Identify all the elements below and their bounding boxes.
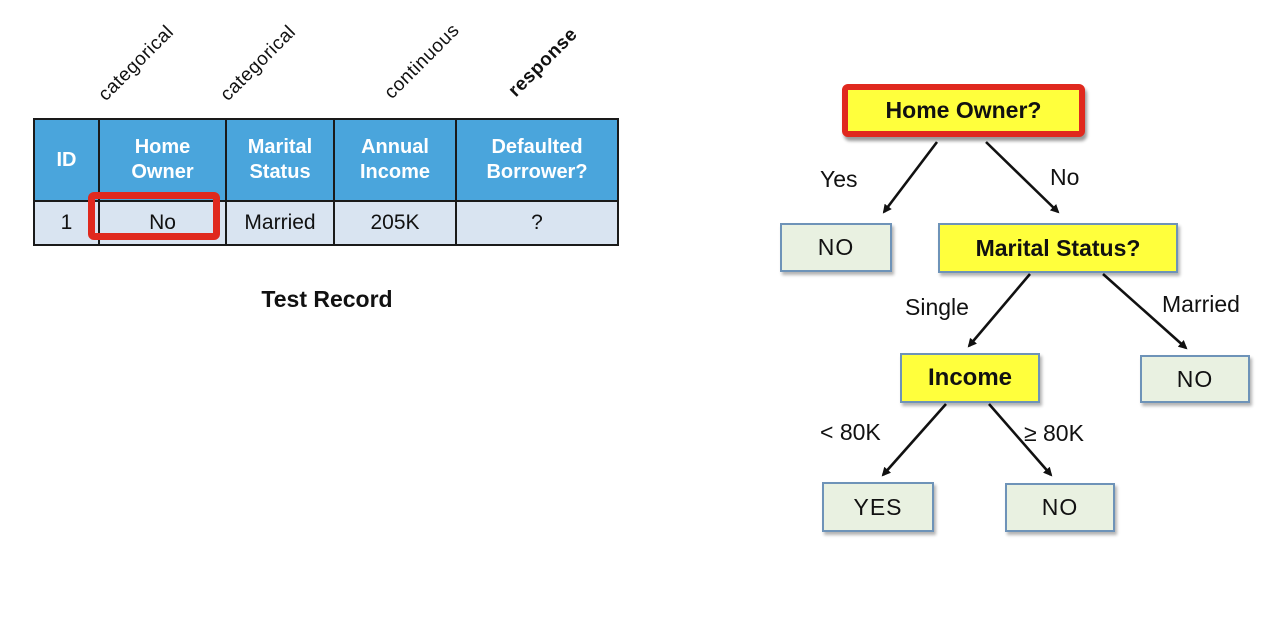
edge-label-single: Single (905, 294, 969, 320)
leaf-no-bottom: NO (1005, 483, 1115, 532)
node-income: Income (900, 353, 1040, 403)
edge-no-line (985, 141, 1060, 214)
cell-marital-status: Married (225, 200, 335, 246)
col-header-id: ID (33, 118, 100, 202)
edge-label-no: No (1050, 164, 1080, 190)
leaf-no-left: NO (780, 223, 892, 272)
table-header-row: ID Home Owner Marital Status Annual Inco… (33, 118, 619, 202)
edge-yes-line (882, 141, 939, 214)
col-header-defaulted-borrower: Defaulted Borrower? (455, 118, 619, 202)
cell-annual-income: 205K (333, 200, 457, 246)
edge-married-line (1102, 273, 1188, 350)
edge-label-ge80k: ≥ 80K (1024, 420, 1084, 446)
edge-label-yes: Yes (820, 166, 858, 192)
table-caption: Test Record (261, 286, 393, 312)
col-header-home-owner: Home Owner (98, 118, 227, 202)
leaf-no-right: NO (1140, 355, 1250, 403)
col-header-marital-status: Marital Status (225, 118, 335, 202)
highlight-box-home-owner-cell (88, 192, 220, 240)
edge-ge80k-line (988, 403, 1053, 477)
node-marital-status: Marital Status? (938, 223, 1178, 273)
node-home-owner: Home Owner? (842, 84, 1085, 137)
edge-label-lt80k: < 80K (820, 419, 881, 445)
edge-label-married: Married (1162, 291, 1240, 317)
edge-single-line (967, 273, 1031, 348)
edge-lt80k-line (881, 403, 947, 477)
cell-defaulted-borrower: ? (455, 200, 619, 246)
leaf-yes: YES (822, 482, 934, 532)
col-header-annual-income: Annual Income (333, 118, 457, 202)
